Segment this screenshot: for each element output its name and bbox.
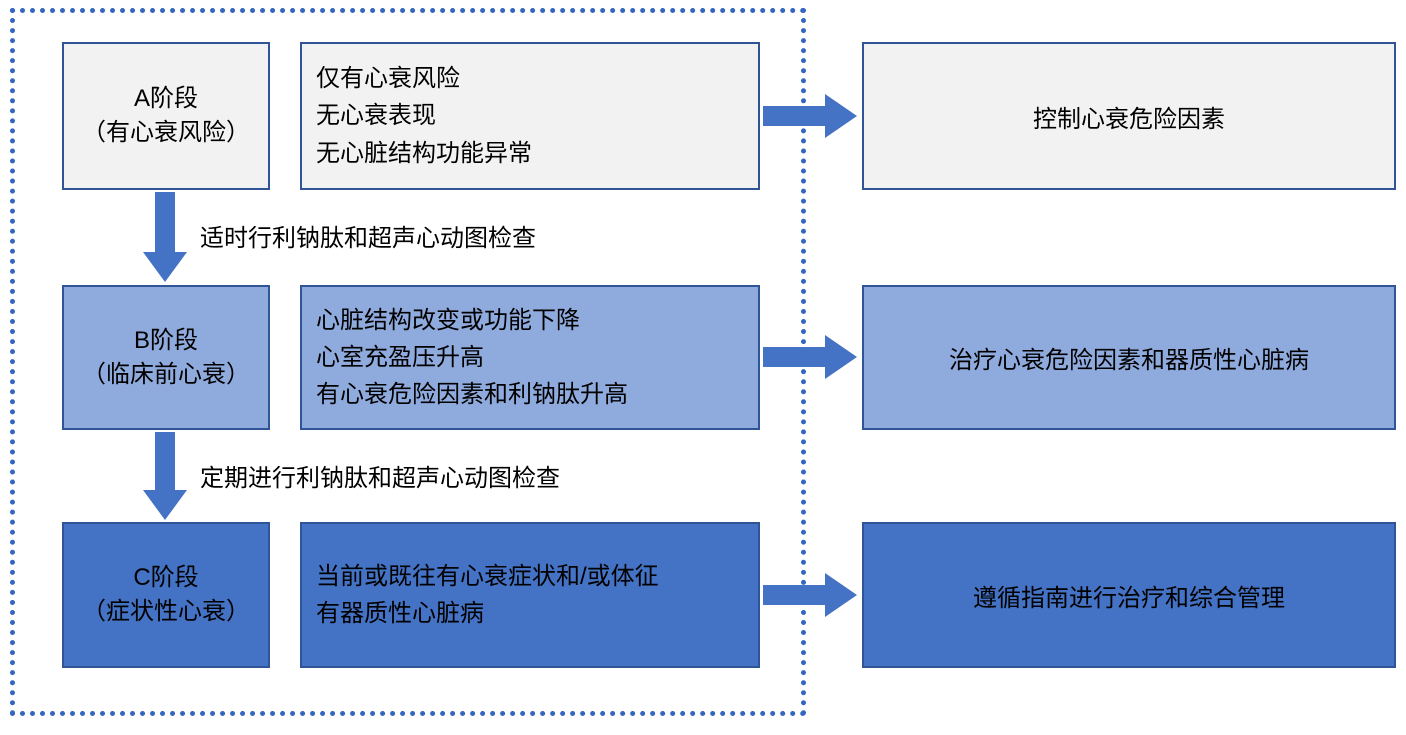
arrow-shaft	[155, 432, 175, 490]
arrow-head	[825, 573, 857, 617]
arrow-shaft	[155, 192, 175, 252]
stage-c-box: C阶段 （症状性心衰）	[62, 522, 270, 668]
stage-c-title: C阶段	[133, 564, 199, 592]
description-line: 心室充盈压升高	[316, 343, 484, 371]
stage-a-subtitle: （有心衰风险）	[82, 119, 250, 146]
arrow-down-a-to-b-icon	[143, 192, 187, 282]
description-line: 当前或既往有心衰症状和/或体征	[316, 562, 659, 590]
arrow-head	[143, 490, 187, 520]
description-line: 有器质性心脏病	[316, 600, 484, 627]
stage-b-description-box: 心脏结构改变或功能下降 心室充盈压升高 有心衰危险因素和利钠肽升高	[300, 285, 760, 430]
arrow-right-b-icon	[763, 335, 857, 379]
stage-b-title: B阶段	[133, 326, 198, 354]
description-line: 心脏结构改变或功能下降	[316, 306, 580, 334]
arrow-right-c-icon	[763, 573, 857, 617]
description-line: 仅有心衰风险	[316, 65, 460, 93]
stage-a-title: A阶段	[133, 85, 198, 113]
outcome-text: 遵循指南进行治疗和综合管理	[973, 584, 1285, 612]
stage-c-description-box: 当前或既往有心衰症状和/或体征 有器质性心脏病	[300, 522, 760, 668]
arrow-head	[825, 335, 857, 379]
stage-c-subtitle: （症状性心衰）	[82, 598, 250, 625]
stage-c-outcome-box: 遵循指南进行治疗和综合管理	[862, 522, 1396, 668]
arrow-down-b-to-c-icon	[143, 432, 187, 520]
outcome-text: 治疗心衰危险因素和器质性心脏病	[949, 347, 1309, 374]
arrow-head	[825, 94, 857, 138]
description-line: 有心衰危险因素和利钠肽升高	[316, 381, 628, 409]
stage-b-outcome-box: 治疗心衰危险因素和器质性心脏病	[862, 285, 1396, 430]
arrow-right-a-icon	[763, 94, 857, 138]
arrow-shaft	[763, 585, 825, 605]
description-line: 无心脏结构功能异常	[316, 139, 532, 167]
stage-a-description-box: 仅有心衰风险 无心衰表现 无心脏结构功能异常	[300, 42, 760, 190]
transition-label-b-to-c: 定期进行利钠肽和超声心动图检查	[200, 465, 560, 492]
description-line: 无心衰表现	[316, 102, 436, 130]
outcome-text: 控制心衰危险因素	[1033, 105, 1225, 133]
stage-a-box: A阶段 （有心衰风险）	[62, 42, 270, 190]
arrow-head	[143, 252, 187, 282]
stage-b-box: B阶段 （临床前心衰）	[62, 285, 270, 430]
arrow-shaft	[763, 106, 825, 126]
arrow-shaft	[763, 347, 825, 367]
stage-b-subtitle: （临床前心衰）	[82, 360, 250, 388]
transition-label-a-to-b: 适时行利钠肽和超声心动图检查	[200, 225, 536, 252]
stage-a-outcome-box: 控制心衰危险因素	[862, 42, 1396, 190]
